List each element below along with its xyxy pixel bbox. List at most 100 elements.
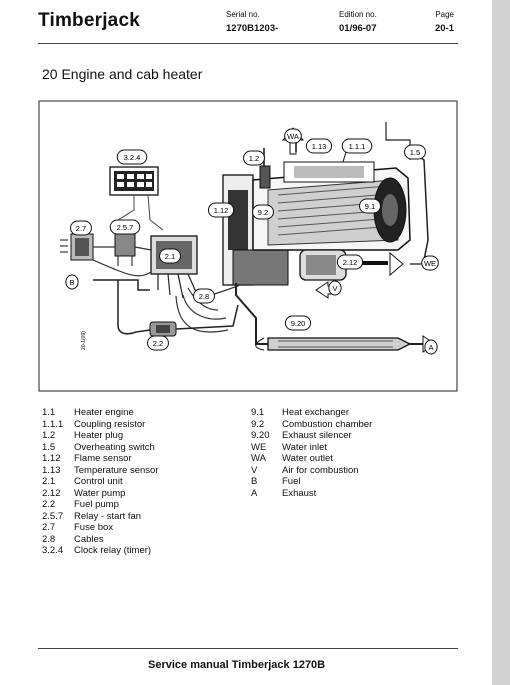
legend-code: 2.12 <box>42 487 61 499</box>
page-value: 20-1 <box>434 23 454 34</box>
legend-code: 1.13 <box>42 464 61 476</box>
callout-text: 2.2 <box>153 339 163 348</box>
legend-text: Clock relay (timer) <box>74 545 152 556</box>
callout-text: 1.13 <box>312 142 327 151</box>
legend-row: WA Water outlet <box>251 453 372 465</box>
callout-9-1: 9.1 <box>359 198 381 214</box>
callout-text: 2.8 <box>199 292 209 301</box>
legend-code: 9.1 <box>251 407 265 418</box>
callout-text: 1.2 <box>249 154 259 163</box>
legend-code: V <box>251 464 258 476</box>
serial-block: Serial no. 1270B1203- <box>226 10 278 34</box>
legend-row: 9.20 Exhaust silencer <box>251 430 372 442</box>
legend-code: 2.8 <box>42 533 56 545</box>
figure-frame <box>38 100 458 392</box>
legend-row: V Air for combustion <box>251 465 372 477</box>
legend-code: 1.2 <box>42 430 56 441</box>
brand-logo: Timberjack <box>38 10 140 31</box>
legend-code: 2.1 <box>42 476 56 487</box>
callout-2-8: 2.8 <box>193 288 215 304</box>
callout-a: A <box>424 339 438 355</box>
callout-text: 2.5.7 <box>117 223 134 232</box>
water-pump-drawing <box>299 249 423 281</box>
clock-relay-drawing <box>109 166 164 240</box>
legend-text: Water pump <box>74 487 126 499</box>
legend-text: Air for combustion <box>282 464 359 476</box>
fuel-line-drawing <box>93 279 239 337</box>
legend-text: Fuel pump <box>74 499 119 510</box>
legend-row: 9.2 Combustion chamber <box>251 419 372 431</box>
legend-text: Cables <box>74 533 104 545</box>
callout-text: 9.1 <box>365 202 375 211</box>
edition-label: Edition no. <box>339 10 377 19</box>
callout-text: WE <box>424 259 436 268</box>
page-label: Page <box>435 10 454 19</box>
legend-row: 1.1.1 Coupling resistor <box>42 419 158 431</box>
callout-labels: 3.2.4 1.2 WA 1.13 1.1.1 1.5 1.12 9.2 9.1 2.7 2.5.7… <box>65 128 439 355</box>
legend-row: A Exhaust <box>251 488 372 500</box>
callout-9-2: 9.2 <box>252 204 274 220</box>
page-edge-shade <box>492 0 510 685</box>
legend-code: 1.1.1 <box>42 418 64 430</box>
callout-2-7: 2.7 <box>70 220 92 236</box>
fuse-box-drawing <box>60 233 94 261</box>
legend-code: 2.5.7 <box>42 510 64 522</box>
legend-code: WE <box>251 441 267 453</box>
callout-v: V <box>328 280 342 296</box>
page-block: Page 20-1 <box>428 10 454 34</box>
relay-drawing <box>114 233 136 266</box>
legend-code: WA <box>251 453 266 464</box>
legend-text: Fuel <box>282 476 301 487</box>
legend-row: 1.12 Flame sensor <box>42 453 158 465</box>
callout-text: 1.5 <box>410 148 420 157</box>
legend-text: Water outlet <box>282 453 333 464</box>
callout-2-1: 2.1 <box>159 248 181 264</box>
callout-2-12: 2.12 <box>336 254 364 270</box>
page-footer: Service manual Timberjack 1270B <box>148 659 326 671</box>
control-unit-drawing <box>150 235 198 299</box>
legend-code: 9.20 <box>251 430 270 441</box>
legend-text: Overheating switch <box>74 441 155 453</box>
legend-row: 1.1 Heater engine <box>42 407 158 419</box>
legend-text: Relay - start fan <box>74 510 142 522</box>
legend-text: Combustion chamber <box>282 418 373 430</box>
figure-code: 20-1(09) <box>81 331 87 350</box>
callout-text: 2.12 <box>343 258 358 267</box>
heater-diagram: 3.2.4 1.2 WA 1.13 1.1.1 1.5 1.12 9.2 9.1 2.7 2.5.7… <box>38 100 458 392</box>
legend-text: Flame sensor <box>74 453 132 464</box>
callout-3-2-4: 3.2.4 <box>116 149 148 165</box>
legend-row: 2.1 Control unit <box>42 476 158 488</box>
callout-wa: WA <box>284 128 302 144</box>
heater-body-drawing <box>222 127 411 286</box>
legend-row: 2.12 Water pump <box>42 488 158 500</box>
callout-2-2: 2.2 <box>147 335 169 351</box>
callout-we: WE <box>421 255 439 271</box>
legend-code: B <box>251 476 258 487</box>
legend-text: Fuse box <box>74 522 114 533</box>
legend-code: A <box>251 487 258 499</box>
legend-text: Exhaust <box>282 487 317 499</box>
page-title: 20 Engine and cab heater <box>42 66 203 82</box>
legend-text: Water inlet <box>282 441 328 453</box>
legend-code: 1.12 <box>42 453 61 464</box>
legend-text: Control unit <box>74 476 123 487</box>
callout-1-12: 1.12 <box>207 202 235 218</box>
callout-text: 3.2.4 <box>124 153 141 162</box>
callout-1-1-1: 1.1.1 <box>341 138 373 154</box>
legend-text: Exhaust silencer <box>282 430 352 441</box>
legend-text: Heater engine <box>74 407 134 418</box>
callout-b: B <box>65 274 79 290</box>
edition-value: 01/96-07 <box>339 23 377 34</box>
legend-code: 9.2 <box>251 418 265 430</box>
callout-text: 2.7 <box>76 224 86 233</box>
legend-text: Coupling resistor <box>74 418 146 430</box>
legend-code: 1.1 <box>42 407 56 418</box>
